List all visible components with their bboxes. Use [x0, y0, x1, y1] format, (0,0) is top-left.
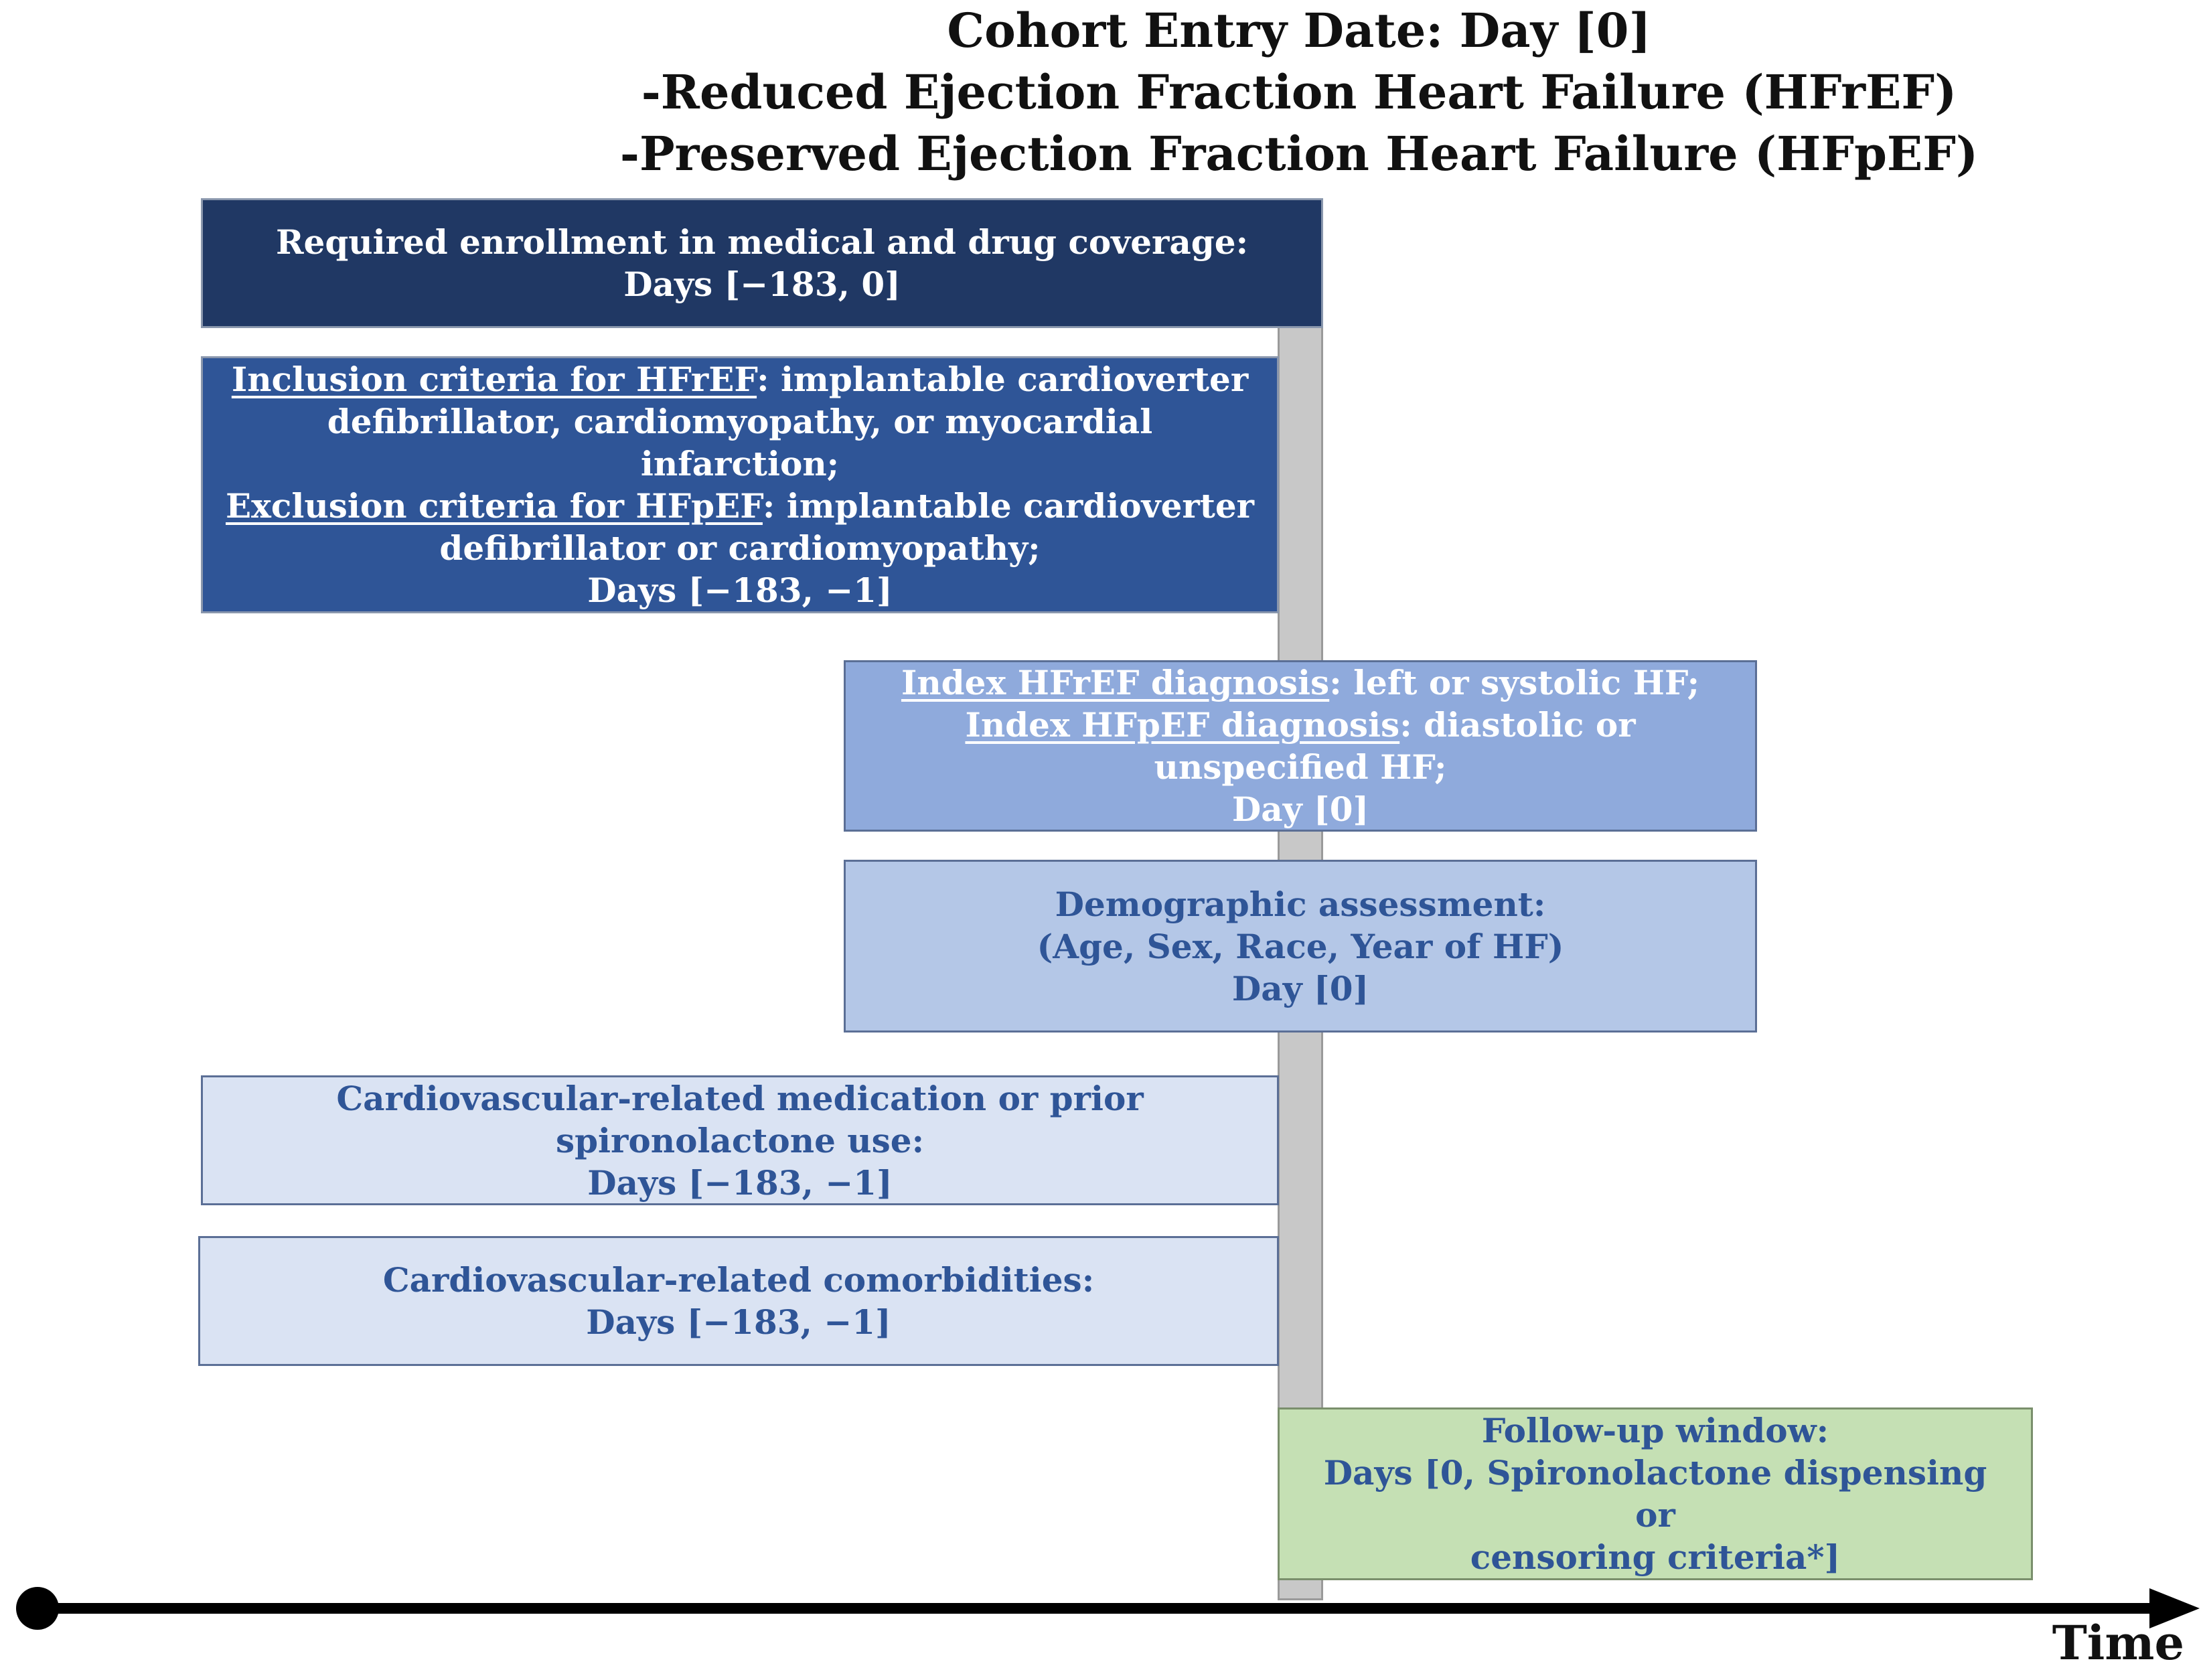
index-day: Day [0]	[1231, 789, 1369, 829]
index-hfpef-line: Index HFpEF diagnosis: diastolic or unsp…	[866, 704, 1735, 788]
exclusion-text-b: defibrillator or cardiomyopathy;	[439, 528, 1041, 568]
demographic-day: Day [0]	[1231, 968, 1369, 1008]
enrollment-label: Required enrollment in medical and drug …	[275, 222, 1249, 262]
medication-days: Days [−183, −1]	[587, 1162, 893, 1203]
demographic-box: Demographic assessment: (Age, Sex, Race,…	[844, 860, 1757, 1033]
title-line-1: Cohort Entry Date: Day [0]	[947, 3, 1651, 58]
cohort-entry-title: Cohort Entry Date: Day [0] -Reduced Ejec…	[562, 0, 2036, 185]
medication-label: Cardiovascular-related medication or pri…	[336, 1078, 1144, 1160]
criteria-days: Days [−183, −1]	[587, 570, 893, 610]
index-hfpef-text: : diastolic or unspecified HF;	[1154, 705, 1636, 787]
demographic-label: Demographic assessment:	[1055, 884, 1546, 924]
title-line-2: -Reduced Ejection Fraction Heart Failure…	[641, 64, 1957, 120]
inclusion-text-a: : implantable cardioverter	[757, 360, 1249, 399]
inclusion-label: Inclusion criteria for HFrEF	[231, 360, 757, 399]
inclusion-line-1: Inclusion criteria for HFrEF: implantabl…	[223, 358, 1257, 400]
index-hfref-line: Index HFrEF diagnosis: left or systolic …	[866, 662, 1735, 704]
index-hfref-label: Index HFrEF diagnosis	[901, 663, 1330, 702]
exclusion-label: Exclusion criteria for HFpEF	[225, 486, 763, 526]
exclusion-text-a: : implantable cardioverter	[762, 486, 1255, 526]
index-hfref-text: : left or systolic HF;	[1329, 663, 1700, 702]
enrollment-box: Required enrollment in medical and drug …	[201, 198, 1323, 328]
index-diagnosis-box: Index HFrEF diagnosis: left or systolic …	[844, 660, 1757, 832]
exclusion-line-1: Exclusion criteria for HFpEF: implantabl…	[223, 485, 1257, 527]
comorbidities-box: Cardiovascular-related comorbidities: Da…	[198, 1236, 1279, 1366]
time-axis-origin-dot	[16, 1587, 59, 1630]
follow-up-line-2: Days [0, Spironolactone dispensing or	[1323, 1453, 1987, 1535]
criteria-box: Inclusion criteria for HFrEF: implantabl…	[201, 356, 1279, 613]
follow-up-box: Follow-up window: Days [0, Spironolacton…	[1278, 1407, 2033, 1580]
index-hfpef-label: Index HFpEF diagnosis	[965, 705, 1400, 745]
medication-box: Cardiovascular-related medication or pri…	[201, 1075, 1279, 1205]
follow-up-label: Follow-up window:	[1481, 1411, 1829, 1450]
time-axis-label: Time	[2052, 1615, 2184, 1671]
enrollment-days: Days [−183, 0]	[623, 264, 901, 304]
title-line-3: -Preserved Ejection Fraction Heart Failu…	[619, 126, 1979, 181]
demographic-detail: (Age, Sex, Race, Year of HF)	[1037, 926, 1564, 966]
comorbidities-label: Cardiovascular-related comorbidities:	[382, 1260, 1095, 1300]
inclusion-text-b: defibrillator, cardiomyopathy, or myocar…	[327, 402, 1153, 483]
comorbidities-days: Days [−183, −1]	[586, 1302, 891, 1342]
follow-up-line-3: censoring criteria*]	[1470, 1537, 1841, 1577]
time-axis-arrowhead	[2149, 1588, 2200, 1628]
